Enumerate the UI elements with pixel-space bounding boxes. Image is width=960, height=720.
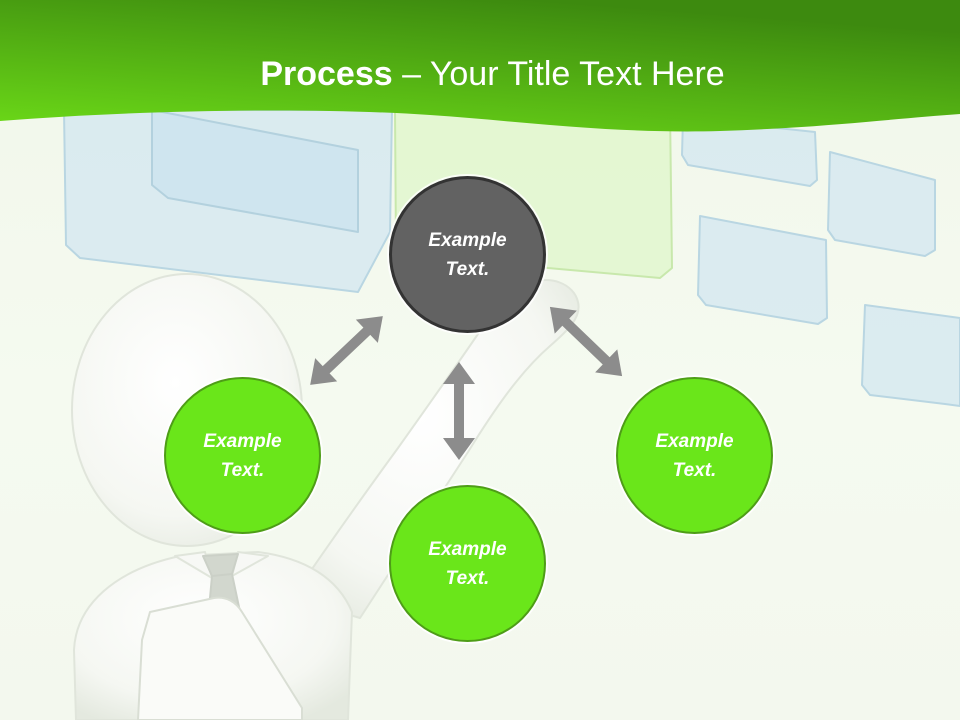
- title-bold-text: Process: [260, 55, 393, 93]
- process-node-right[interactable]: Example Text.: [616, 377, 773, 534]
- glass-panel: [697, 215, 828, 325]
- glass-panel: [151, 109, 359, 233]
- double-arrow-top-right: [549, 306, 623, 377]
- double-arrow-top-left: [310, 316, 383, 385]
- glass-panel: [861, 304, 960, 407]
- node-label: Example Text.: [203, 430, 282, 481]
- process-node-bottom[interactable]: Example Text.: [389, 485, 546, 642]
- glass-panel: [827, 151, 936, 257]
- node-label: Example Text.: [655, 430, 734, 481]
- double-arrow-top-bottom: [443, 362, 475, 460]
- node-label: Example Text.: [428, 538, 507, 589]
- process-node-top[interactable]: Example Text.: [389, 176, 546, 333]
- slide-title[interactable]: Process – Your Title Text Here: [25, 53, 960, 95]
- node-label: Example Text.: [428, 229, 507, 280]
- title-text: – Your Title Text Here: [392, 55, 725, 93]
- process-node-left[interactable]: Example Text.: [164, 377, 321, 534]
- glass-panel: [681, 117, 818, 187]
- glass-panels: [63, 109, 960, 407]
- tablet: [137, 596, 303, 720]
- figure-arm: [291, 279, 580, 619]
